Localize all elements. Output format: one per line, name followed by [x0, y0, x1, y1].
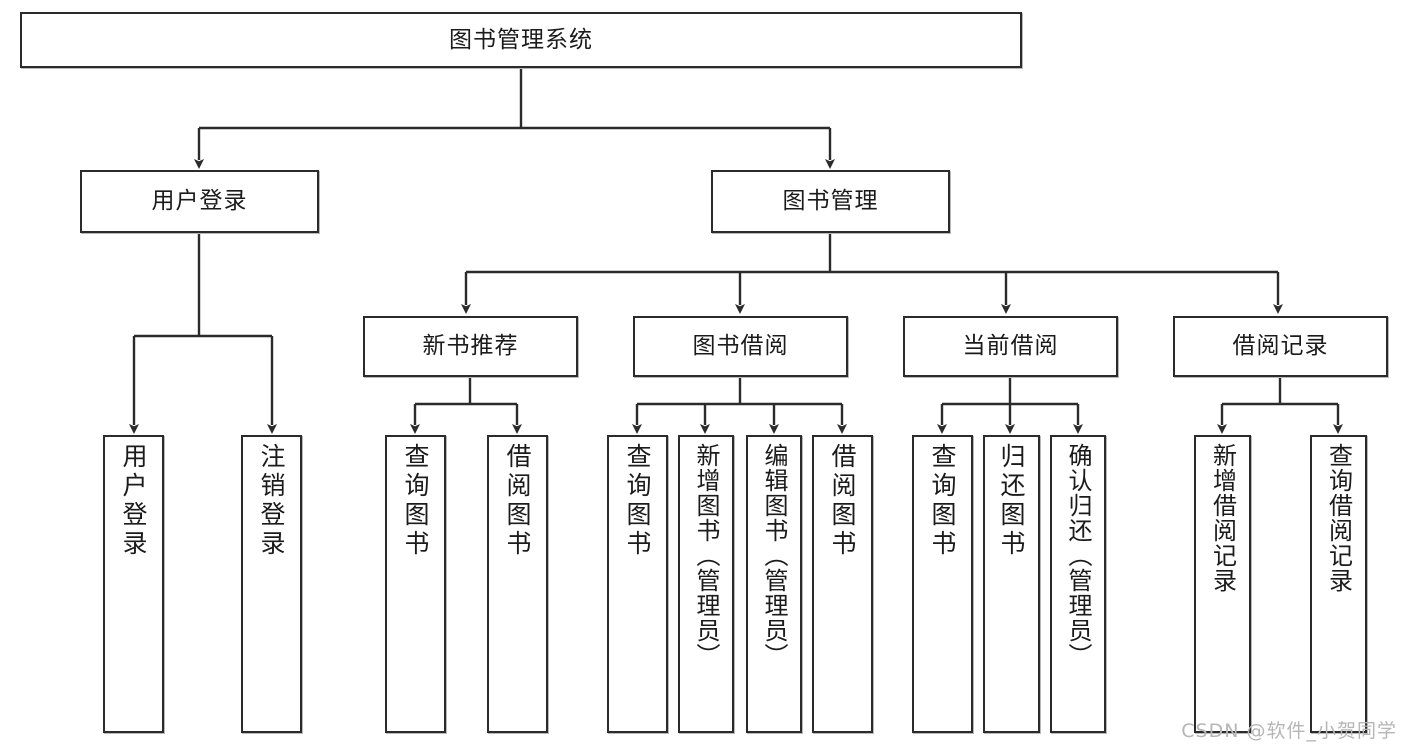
node-leaf-borrow-borrow-book[interactable]: 借阅图书	[812, 435, 873, 733]
node-leaf-current-return-book-label: 归还图书	[997, 443, 1026, 559]
node-leaf-current-return-book[interactable]: 归还图书	[983, 435, 1040, 733]
node-leaf-current-confirm-return[interactable]: 确认归还（管理员）	[1050, 435, 1106, 733]
node-leaf-user-login-label: 用户登录	[119, 443, 148, 559]
node-leaf-user-logout-label: 注销登录	[257, 443, 286, 559]
node-leaf-user-logout[interactable]: 注销登录	[241, 435, 302, 733]
node-root[interactable]: 图书管理系统	[20, 12, 1022, 68]
node-new-book-recommend[interactable]: 新书推荐	[363, 316, 578, 377]
node-leaf-record-add-label: 新增借阅记录	[1208, 443, 1237, 593]
node-leaf-borrow-add-book[interactable]: 新增图书（管理员）	[678, 435, 734, 733]
node-leaf-recommend-borrow-book-label: 借阅图书	[503, 443, 532, 559]
node-leaf-borrow-add-book-label: 新增图书（管理员）	[692, 443, 720, 668]
node-leaf-borrow-query-book[interactable]: 查询图书	[607, 435, 668, 733]
node-leaf-recommend-borrow-book[interactable]: 借阅图书	[487, 435, 548, 733]
node-leaf-current-confirm-return-label: 确认归还（管理员）	[1064, 443, 1092, 668]
node-leaf-user-login[interactable]: 用户登录	[103, 435, 164, 733]
node-root-label: 图书管理系统	[449, 26, 593, 53]
node-book-manage-label: 图书管理	[782, 188, 879, 215]
node-leaf-recommend-query-book[interactable]: 查询图书	[385, 435, 446, 733]
node-leaf-recommend-query-book-label: 查询图书	[401, 443, 430, 559]
csdn-watermark: CSDN @软件_小贺同学	[1181, 720, 1397, 742]
node-leaf-current-query-book-label: 查询图书	[928, 443, 957, 559]
node-leaf-record-query-label: 查询借阅记录	[1324, 443, 1353, 593]
node-book-borrow-label: 图书借阅	[692, 333, 789, 360]
node-leaf-record-query[interactable]: 查询借阅记录	[1310, 435, 1367, 733]
node-leaf-borrow-edit-book-label: 编辑图书（管理员）	[760, 443, 788, 668]
node-leaf-borrow-query-book-label: 查询图书	[623, 443, 652, 559]
node-current-borrow[interactable]: 当前借阅	[903, 316, 1118, 377]
node-book-borrow[interactable]: 图书借阅	[633, 316, 848, 377]
node-leaf-borrow-borrow-book-label: 借阅图书	[828, 443, 857, 559]
node-current-borrow-label: 当前借阅	[962, 333, 1059, 360]
node-user-login[interactable]: 用户登录	[80, 170, 319, 233]
node-leaf-current-query-book[interactable]: 查询图书	[912, 435, 973, 733]
node-leaf-record-add[interactable]: 新增借阅记录	[1194, 435, 1251, 733]
node-user-login-label: 用户登录	[151, 188, 248, 215]
node-borrow-record[interactable]: 借阅记录	[1173, 316, 1388, 377]
node-book-manage[interactable]: 图书管理	[711, 170, 950, 233]
node-borrow-record-label: 借阅记录	[1232, 333, 1329, 360]
node-new-book-recommend-label: 新书推荐	[422, 333, 519, 360]
node-leaf-borrow-edit-book[interactable]: 编辑图书（管理员）	[746, 435, 802, 733]
